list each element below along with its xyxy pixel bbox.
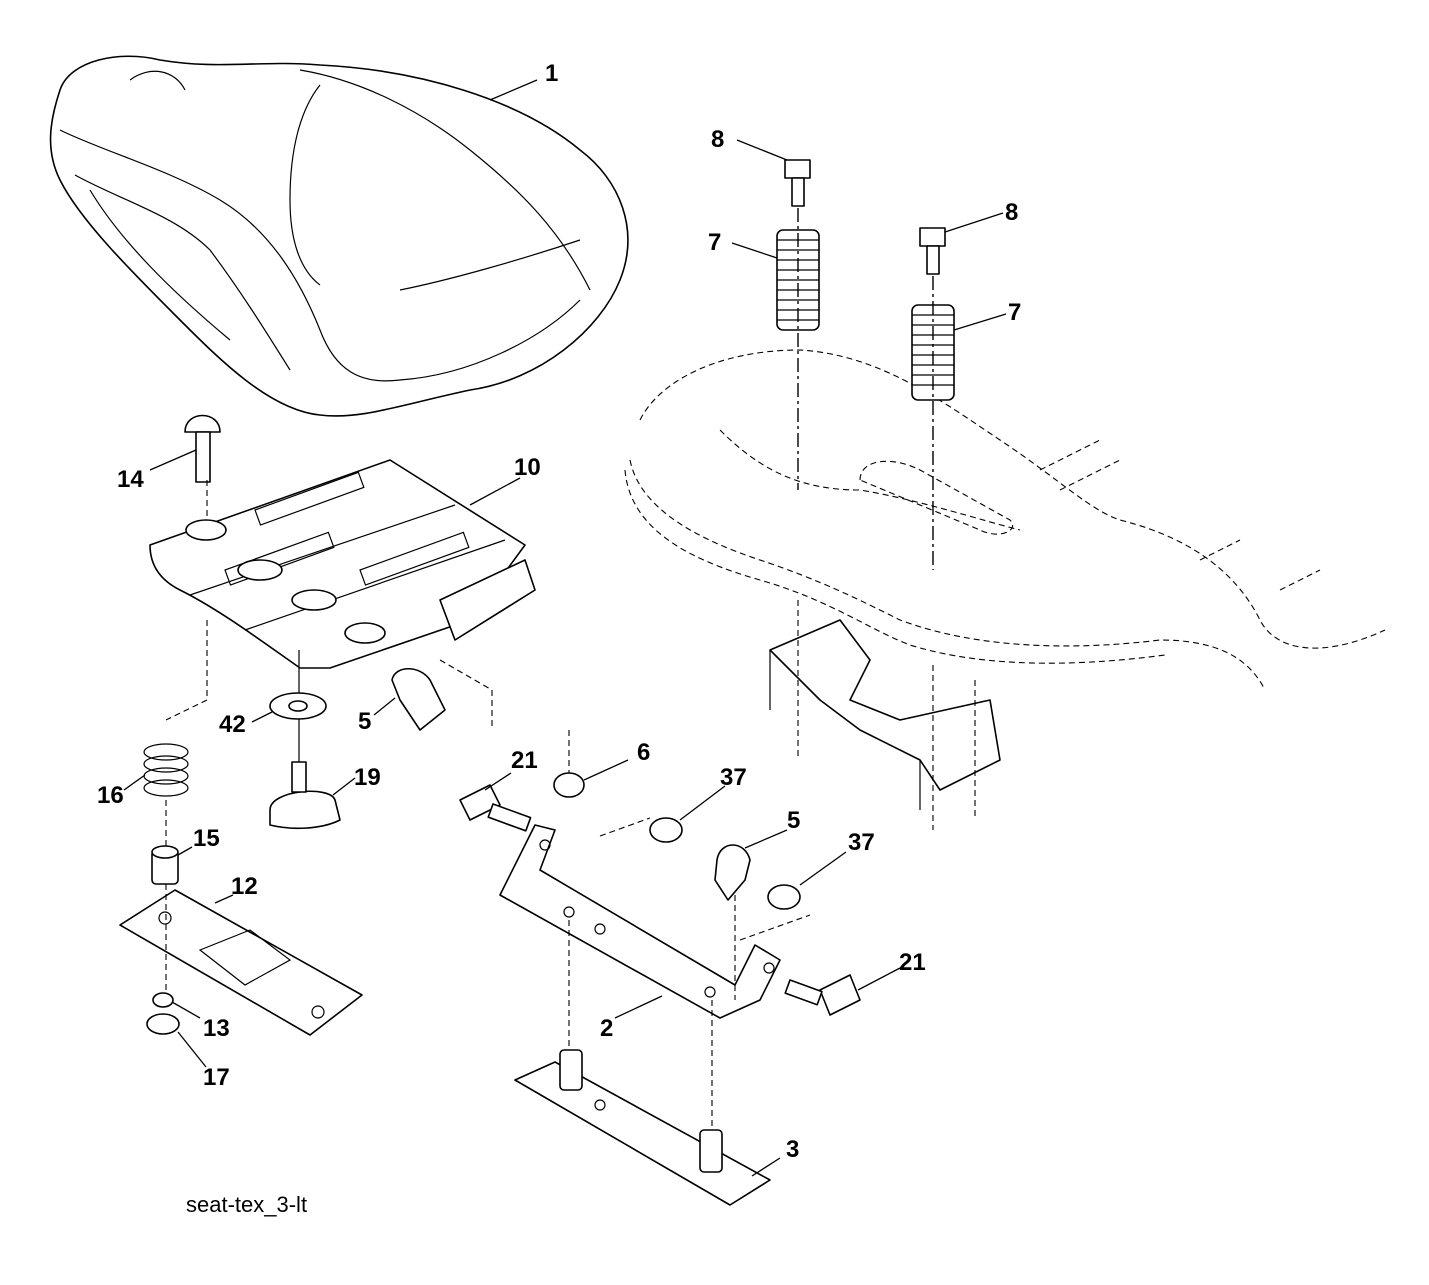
callout-part-5-lower: 5 [787, 807, 801, 834]
seat-pan [149, 459, 536, 669]
callout-part-7-right: 7 [1008, 299, 1022, 326]
wire-clip-lower [714, 844, 751, 901]
base-plate [514, 1049, 771, 1206]
leader-lines [123, 79, 1007, 1177]
callout-part-1: 1 [545, 60, 559, 87]
callout-part-42: 42 [219, 711, 246, 738]
callout-part-13: 13 [203, 1015, 230, 1042]
diagram-caption: seat-tex_3-lt [186, 1192, 308, 1217]
callout-part-21-lower: 21 [899, 949, 926, 976]
callout-part-15: 15 [193, 825, 220, 852]
callout-part-2: 2 [600, 1015, 614, 1042]
frame-bracket [769, 619, 1001, 810]
callout-part-3: 3 [786, 1136, 800, 1163]
center-lines [165, 208, 976, 1130]
callout-part-6: 6 [637, 739, 651, 766]
seat-spring [143, 743, 189, 797]
callout-part-7-left: 7 [708, 229, 722, 256]
hex-bolts [459, 784, 861, 1016]
washer [269, 692, 327, 720]
callout-part-21-upper: 21 [511, 747, 538, 774]
callout-part-37-upper: 37 [720, 764, 747, 791]
callout-part-8-left: 8 [711, 126, 725, 153]
mounting-bracket [499, 824, 781, 1019]
callout-part-12: 12 [231, 873, 258, 900]
callout-part-17: 17 [203, 1064, 230, 1091]
frame-outline [624, 349, 1386, 691]
callout-part-19: 19 [354, 764, 381, 791]
hex-nuts [553, 772, 801, 910]
seat [49, 55, 629, 417]
callout-part-10: 10 [514, 454, 541, 481]
wire-clip-upper [391, 667, 446, 731]
knob [269, 761, 341, 830]
carriage-bolt [184, 414, 221, 483]
spacer [151, 845, 179, 885]
nuts-lower [146, 992, 180, 1035]
callout-part-37-lower: 37 [848, 829, 875, 856]
callout-part-16: 16 [97, 782, 124, 809]
callout-part-5-upper: 5 [358, 708, 372, 735]
frame-springs [776, 159, 955, 401]
callout-part-8-right: 8 [1005, 199, 1019, 226]
slide-plate [119, 889, 363, 1036]
callout-part-14: 14 [117, 466, 144, 493]
